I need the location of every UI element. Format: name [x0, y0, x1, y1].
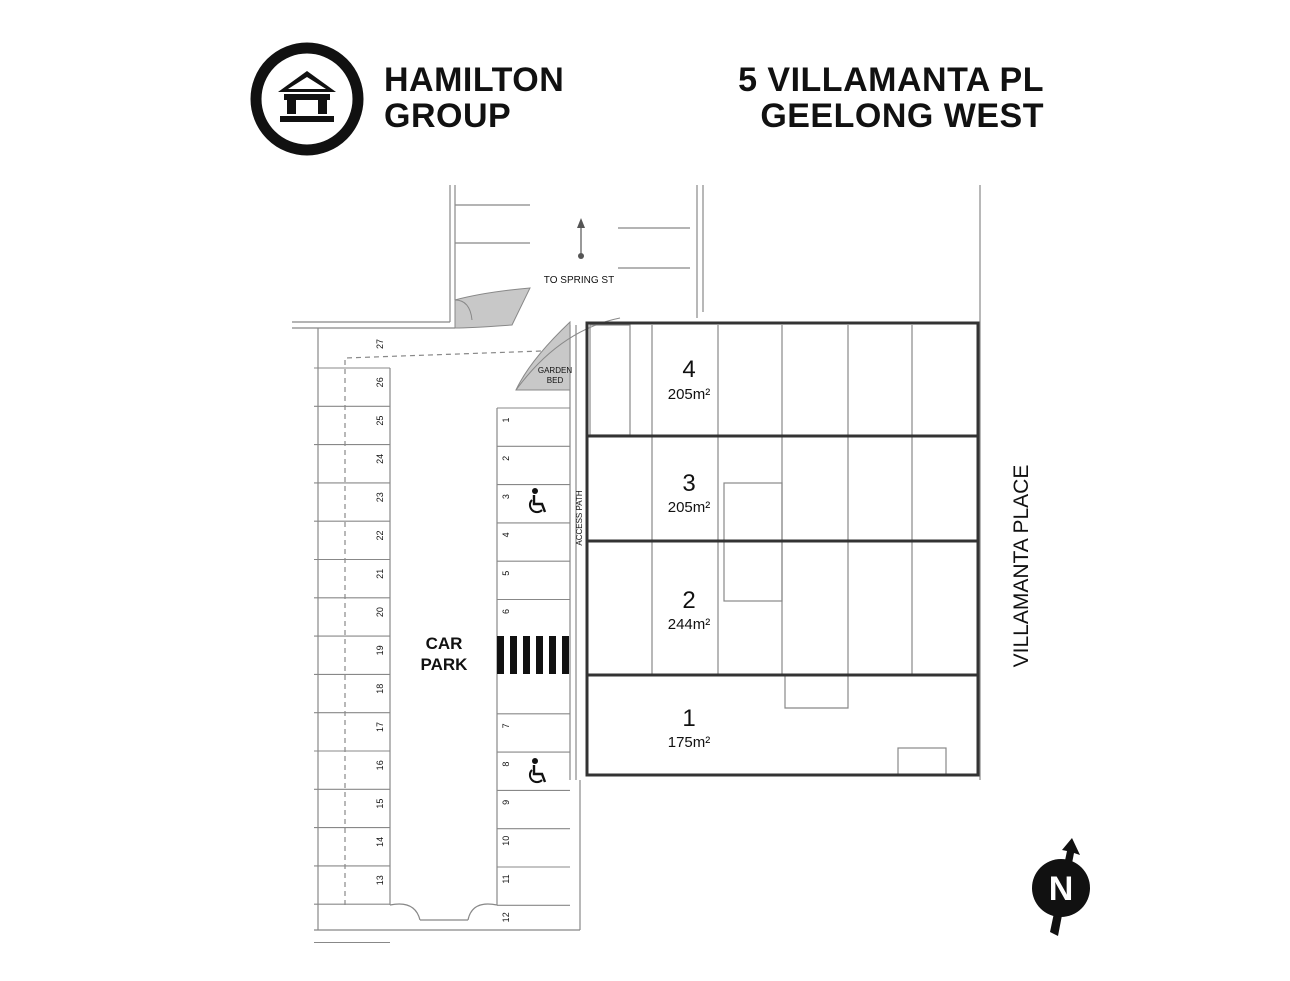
bay-number-10: 10 [501, 836, 511, 846]
brand-name: HAMILTON GROUP [384, 62, 564, 134]
bay-number-16: 16 [375, 760, 385, 770]
garden-bed-label-1: GARDEN [538, 366, 572, 375]
unit-1[interactable]: 1 175m² [668, 705, 711, 751]
car-park-label-1: CAR [426, 634, 463, 653]
bay-number-7: 7 [501, 723, 511, 728]
bay-number-15: 15 [375, 799, 385, 809]
unit-3-area: 205m² [668, 499, 711, 516]
garden-bed-label-2: BED [547, 376, 564, 385]
street-label: VILLAMANTA PLACE [1010, 465, 1033, 668]
bay-number-5: 5 [501, 571, 511, 576]
bay-number-20: 20 [375, 607, 385, 617]
pedestrian-crossing [497, 636, 569, 674]
bay-number-3: 3 [501, 494, 511, 499]
bay-number-21: 21 [375, 569, 385, 579]
north-arrow-icon: N [1032, 838, 1090, 936]
bay-number-24: 24 [375, 454, 385, 464]
bay-number-22: 22 [375, 530, 385, 540]
bay-number-27: 27 [375, 339, 385, 349]
site-address: 5 VILLAMANTA PL GEELONG WEST [738, 62, 1044, 134]
bay-number-19: 19 [375, 645, 385, 655]
bay-number-2: 2 [501, 456, 511, 461]
wheelchair-icon [528, 488, 547, 514]
bay-number-12: 12 [501, 912, 511, 922]
unit-4-number: 4 [682, 356, 695, 383]
unit-3[interactable]: 3 205m² [668, 470, 711, 516]
wheelchair-icon [528, 758, 547, 784]
address-line-1: 5 VILLAMANTA PL [738, 61, 1044, 99]
bay-number-11: 11 [501, 874, 511, 883]
unit-2-number: 2 [682, 587, 695, 614]
unit-1-area: 175m² [668, 734, 711, 751]
bay-number-23: 23 [375, 492, 385, 502]
brand-line-1: HAMILTON [384, 61, 565, 99]
bay-number-13: 13 [375, 875, 385, 885]
north-label: N [1049, 870, 1074, 908]
bay-number-26: 26 [375, 377, 385, 387]
bay-number-14: 14 [375, 837, 385, 847]
bay-number-8: 8 [501, 762, 511, 767]
car-park-label-2: PARK [421, 655, 469, 674]
bay-number-4: 4 [501, 532, 511, 537]
unit-2[interactable]: 2 244m² [668, 587, 711, 633]
unit-2-area: 244m² [668, 616, 711, 633]
unit-3-number: 3 [682, 470, 695, 497]
house-logo-icon [250, 42, 364, 156]
to-spring-st-label: TO SPRING ST [544, 275, 614, 286]
unit-4[interactable]: 4 205m² [668, 356, 711, 403]
unit-4-area: 205m² [668, 386, 711, 403]
bay-number-25: 25 [375, 416, 385, 426]
bay-number-9: 9 [501, 800, 511, 805]
unit-1-number: 1 [682, 705, 695, 732]
bay-number-6: 6 [501, 609, 511, 614]
bay-number-18: 18 [375, 684, 385, 694]
access-path-label: ACCESS PATH [575, 490, 584, 545]
address-line-2: GEELONG WEST [760, 97, 1044, 135]
bay-number-1: 1 [501, 417, 511, 422]
bay-number-17: 17 [375, 722, 385, 732]
brand-line-2: GROUP [384, 97, 512, 135]
